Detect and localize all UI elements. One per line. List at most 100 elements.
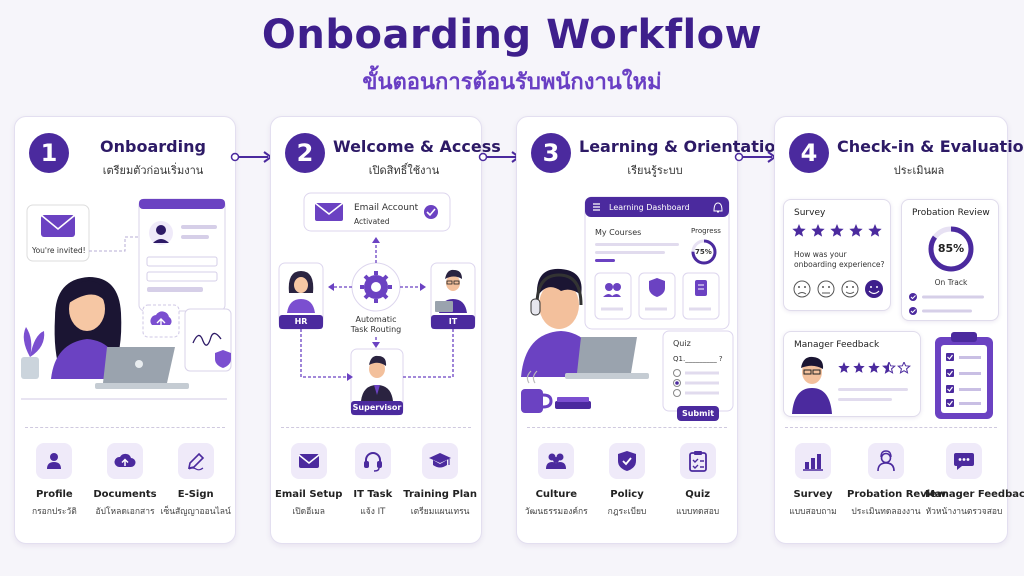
tile-quiz[interactable]: Quiz แบบทดสอบ [662,443,733,539]
survey-question: onboarding experience? [794,260,885,269]
divider [25,427,225,428]
step-subtitle: ประเมินผล [893,164,945,177]
manager-feedback-card: Manager Feedback [783,331,921,417]
tile-sub: ประเมินทดลองงาน [851,507,921,517]
tile-e-sign[interactable]: E-Sign เซ็นสัญญาออนไลน์ [160,443,231,539]
tile-survey[interactable]: Survey แบบสอบถาม [779,443,847,539]
star-icon [897,362,911,374]
tile-label: Policy [610,489,644,500]
envelope-icon [290,443,327,479]
tile-manager-feedback[interactable]: Manager Feedback หัวหน้างานตรวจสอบ [925,443,1024,539]
step-card-welcome-access: 2 Welcome & Access เปิดสิทธิ์ใช้งาน [270,116,501,544]
star-icon [830,224,844,237]
divider [785,427,997,428]
tile-sub: เปิดอีเมล [292,507,326,517]
tile-sub: อัปโหลดเอกสาร [95,507,155,517]
clipboard-icon [679,443,716,479]
tile-probation-review[interactable]: Probation Review ประเมินทดลองงาน [847,443,947,539]
star-icon [838,362,850,373]
tile-label: Manager Feedback [925,489,1024,500]
cloud-upload-icon [107,443,143,479]
probation-title: Probation Review [912,208,990,218]
step-subtitle: เปิดสิทธิ์ใช้งาน [368,164,440,177]
text-lines [838,388,908,401]
tile-profile[interactable]: Profile กรอกประวัติ [19,443,90,539]
tile-sub: เซ็นสัญญาออนไลน์ [160,507,231,517]
hr-label: HR [294,317,308,326]
manager-avatar [792,356,832,414]
tile-sub: เตรียมแผนเทรน [410,507,470,517]
star-icon [868,362,880,373]
star-icon [882,362,896,374]
survey-title: Survey [794,208,826,218]
email-account-title: Email Account [354,203,419,213]
step-subtitle: เรียนรู้ระบบ [627,164,683,177]
survey-question: How was your [794,250,847,259]
page-title: Onboarding Workflow [261,12,763,58]
bar-chart-icon [795,443,831,479]
probation-status: On Track [934,278,968,287]
tile-label: Documents [93,489,157,500]
it-label: IT [448,317,458,326]
my-courses-label: My Courses [595,228,642,237]
probation-progress-ring [928,226,974,272]
step-card-learning-orientation: 3 Learning & Orientation เรียนรู้ระบบ [516,116,787,544]
email-account-status: Activated [354,217,390,226]
tile-documents[interactable]: Documents อัปโหลดเอกสาร [90,443,161,539]
tile-label: Culture [535,489,578,500]
progress-label: Progress [691,227,721,235]
step-number-badge: 3 [531,133,571,173]
step-title: Check-in & Evaluation [837,137,1024,156]
probation-card: Probation Review 85% On Track [901,199,999,321]
headset-icon [354,443,391,479]
tile-sub: แบบทดสอบ [676,507,720,517]
step-number-badge: 2 [285,133,325,173]
star-icon [868,224,882,237]
tile-sub: กฎระเบียบ [607,507,647,517]
invite-text: You're invited! [32,246,86,255]
step-tiles: Culture วัฒนธรรมองค์กร Policy กฎระเบียบ … [521,443,733,539]
tile-email-setup[interactable]: Email Setup เปิดอีเมล [275,443,342,539]
step-title: Welcome & Access [333,137,501,156]
tile-policy[interactable]: Policy กฎระเบียบ [592,443,663,539]
routing-label: Automatic [355,315,397,324]
star-icon [792,224,806,237]
manager-feedback-title: Manager Feedback [794,340,880,350]
step-tiles: Survey แบบสอบถาม Probation Review ประเมิ… [779,443,1024,539]
quiz-question: Q1._________ ? [673,355,723,363]
tile-label: Email Setup [275,489,343,500]
emoji-faces-icon[interactable] [790,278,890,300]
submit-button[interactable]: Submit [677,406,719,421]
step-card-check-in-evaluation: 4 Check-in & Evaluation ประเมินผล Survey… [774,116,1024,544]
tile-culture[interactable]: Culture วัฒนธรรมองค์กร [521,443,592,539]
evaluation-clipboard-icon [935,332,993,419]
shield-check-icon [609,443,645,479]
tile-sub: หัวหน้างานตรวจสอบ [925,507,1003,517]
step-number-badge: 1 [29,133,69,173]
tile-sub: กรอกประวัติ [31,507,77,517]
quiz-title: Quiz [673,339,691,348]
step-tiles: Profile กรอกประวัติ Documents อัปโหลดเอก… [19,443,231,539]
step-number-badge: 4 [789,133,829,173]
divider [527,427,727,428]
tile-label: Quiz [685,489,711,500]
star-rating-icon [838,362,911,374]
step-tiles: Email Setup เปิดอีเมล IT Task แจ้ง IT Tr… [275,443,477,539]
flow-arrow-icon [734,151,777,163]
person-icon [36,443,73,479]
survey-card: Survey How was your onboarding experienc… [783,199,891,311]
flow-arrow-icon [478,151,521,163]
tile-it-task[interactable]: IT Task แจ้ง IT [342,443,403,539]
tile-training-plan[interactable]: Training Plan เตรียมแผนเทรน [403,443,477,539]
tile-label: Profile [35,489,73,500]
supervisor-label: Supervisor [352,403,402,412]
tile-label: Probation Review [847,489,947,500]
star-icon [811,224,825,237]
step-subtitle: เตรียมตัวก่อนเริ่มงาน [102,164,204,177]
tile-label: Survey [793,489,833,500]
tile-label: E-Sign [177,489,214,500]
star-icon [849,224,863,237]
graduation-cap-icon [422,443,459,479]
page-subtitle: ขั้นตอนการต้อนรับพนักงานใหม่ [362,70,662,95]
flow-arrow-icon [230,151,273,163]
